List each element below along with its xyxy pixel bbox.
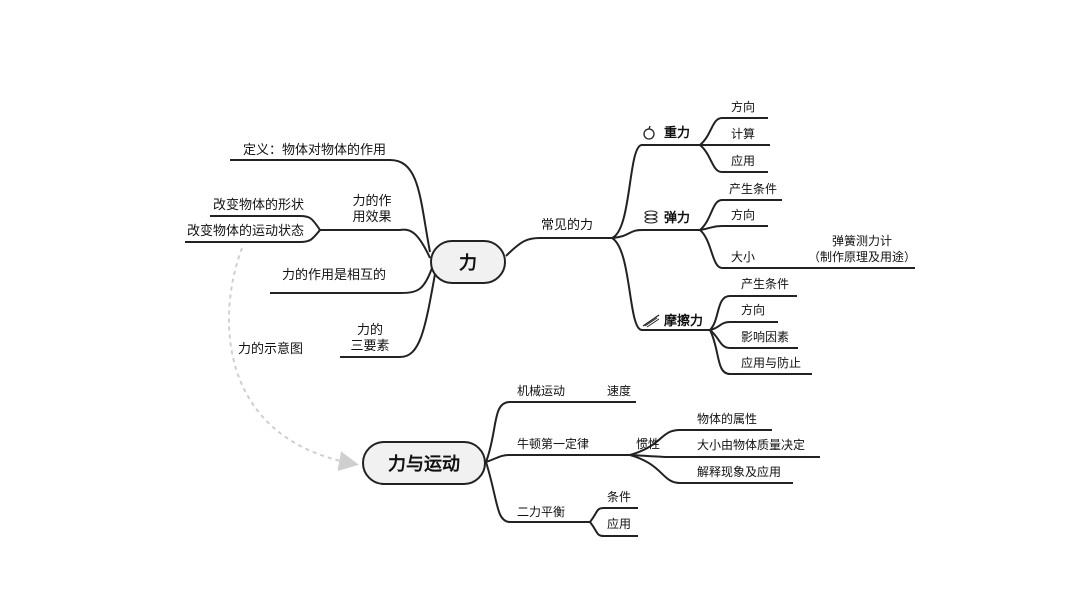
friction-child-factors: 影响因素 xyxy=(741,330,790,344)
mutual-label: 力的作用是相互的 xyxy=(282,268,387,283)
elastic-child-size: 大小 xyxy=(731,250,756,264)
friction-label: 摩擦力 xyxy=(664,314,704,329)
newton-law-label: 牛顿第一定律 xyxy=(517,437,590,451)
gravity-child-direction: 方向 xyxy=(731,100,756,114)
root-node-force: 力 xyxy=(430,240,506,284)
spring-icon xyxy=(643,209,659,229)
elastic-child-direction: 方向 xyxy=(731,208,756,222)
spring-scale-note: 弹簧测力计 （制作原理及用途） xyxy=(806,233,918,265)
root-label-force-motion: 力与运动 xyxy=(388,454,460,475)
elements-title: 力的 三要素 xyxy=(344,323,396,355)
common-forces-label: 常见的力 xyxy=(541,218,594,233)
speed-label: 速度 xyxy=(607,384,632,398)
elements-title-line2: 三要素 xyxy=(350,339,390,354)
friction-child-conditions: 产生条件 xyxy=(741,277,790,291)
inertia-child-property: 物体的属性 xyxy=(697,412,758,426)
brush-icon xyxy=(641,312,661,332)
friction-child-direction: 方向 xyxy=(741,303,766,317)
root-label-force: 力 xyxy=(459,253,477,274)
effect-title-line1: 力的作 xyxy=(352,194,392,209)
definition-label: 定义：物体对物体的作用 xyxy=(243,143,387,158)
effect-shape-label: 改变物体的形状 xyxy=(213,198,305,213)
friction-child-apply: 应用与防止 xyxy=(741,356,802,370)
elastic-label: 弹力 xyxy=(664,211,691,226)
apple-icon xyxy=(642,125,656,144)
gravity-child-calc: 计算 xyxy=(731,127,756,141)
inertia-child-mass: 大小由物体质量决定 xyxy=(697,438,806,452)
root-node-force-motion: 力与运动 xyxy=(362,441,486,485)
gravity-child-apply: 应用 xyxy=(731,154,756,168)
effect-title-line2: 用效果 xyxy=(352,210,392,225)
effect-motion-label: 改变物体的运动状态 xyxy=(187,224,305,239)
effect-title: 力的作 用效果 xyxy=(346,194,398,226)
balance-child-apply: 应用 xyxy=(607,517,632,531)
inertia-child-explain: 解释现象及应用 xyxy=(697,465,782,479)
spring-scale-note-line1: 弹簧测力计 xyxy=(831,234,892,248)
balance-child-conditions: 条件 xyxy=(607,490,632,504)
inertia-label: 惯性 xyxy=(636,437,661,451)
elements-title-line1: 力的 xyxy=(356,323,383,338)
mechanical-motion-label: 机械运动 xyxy=(517,384,566,398)
spring-scale-note-line2: （制作原理及用途） xyxy=(807,250,916,264)
gravity-label: 重力 xyxy=(664,126,691,141)
diagram-label: 力的示意图 xyxy=(238,342,304,357)
elastic-child-conditions: 产生条件 xyxy=(729,182,778,196)
balance-label: 二力平衡 xyxy=(517,505,566,519)
